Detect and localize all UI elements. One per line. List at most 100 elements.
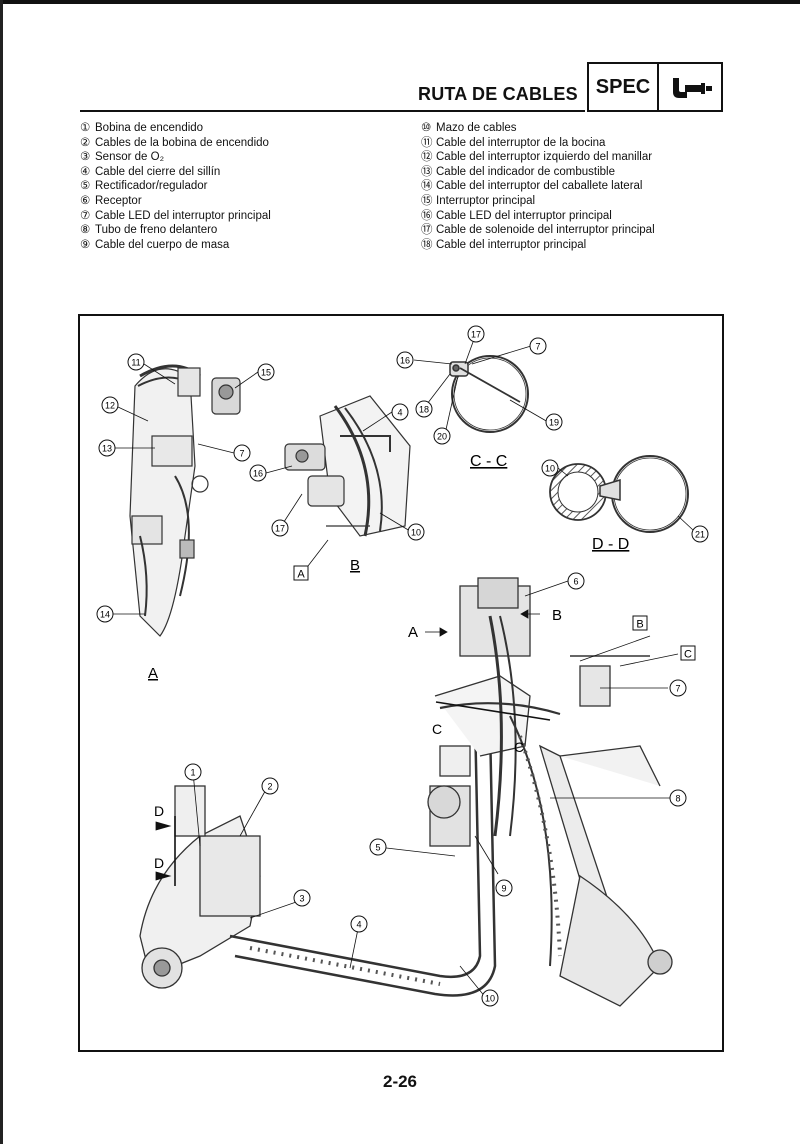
view-b-box-a: A bbox=[297, 569, 305, 581]
svg-text:4: 4 bbox=[397, 408, 402, 418]
cut-c-label-2: C bbox=[514, 739, 524, 755]
svg-text:20: 20 bbox=[437, 432, 447, 442]
tool-icon-box bbox=[657, 62, 723, 112]
svg-text:17: 17 bbox=[471, 330, 481, 340]
svg-text:21: 21 bbox=[695, 530, 705, 540]
svg-text:17: 17 bbox=[275, 524, 285, 534]
callout-5: 5 bbox=[369, 838, 387, 856]
callout-16a: 16 bbox=[249, 464, 267, 482]
section-dd-leaders bbox=[557, 467, 694, 531]
top-border bbox=[0, 0, 800, 4]
left-border bbox=[0, 0, 3, 1144]
svg-text:15: 15 bbox=[261, 368, 271, 378]
callout-20: 20 bbox=[433, 427, 451, 445]
view-a-label: A bbox=[148, 665, 158, 682]
svg-text:4: 4 bbox=[356, 920, 361, 930]
svg-text:16: 16 bbox=[253, 469, 263, 479]
callout-4a: 4 bbox=[391, 403, 409, 421]
svg-text:14: 14 bbox=[100, 610, 110, 620]
callout-17a: 17 bbox=[271, 519, 289, 537]
svg-text:16: 16 bbox=[400, 356, 410, 366]
svg-text:2: 2 bbox=[267, 782, 272, 792]
section-cc-label: C - C bbox=[470, 453, 507, 470]
callout-8: 8 bbox=[669, 789, 687, 807]
svg-text:8: 8 bbox=[675, 794, 680, 804]
svg-text:1: 1 bbox=[190, 768, 195, 778]
callout-17b: 17 bbox=[467, 325, 485, 343]
wrench-icon bbox=[673, 78, 712, 98]
callout-7c: 7 bbox=[669, 679, 687, 697]
svg-text:7: 7 bbox=[675, 684, 680, 694]
page-title: RUTA DE CABLES bbox=[418, 84, 578, 104]
callout-19: 19 bbox=[545, 413, 563, 431]
scooter-frame-illustration bbox=[139, 577, 673, 1007]
section-dd-label: D - D bbox=[592, 536, 629, 553]
cut-d-label-1: D bbox=[154, 803, 164, 819]
svg-text:6: 6 bbox=[573, 577, 578, 587]
section-cc-illustration bbox=[449, 355, 529, 433]
callout-10b: 10 bbox=[541, 459, 559, 477]
view-a-illustration bbox=[129, 364, 241, 637]
callout-12: 12 bbox=[101, 396, 119, 414]
title-underline bbox=[80, 110, 585, 112]
svg-text:3: 3 bbox=[299, 894, 304, 904]
callout-11: 11 bbox=[127, 353, 145, 371]
callout-4b: 4 bbox=[350, 915, 368, 933]
svg-text:19: 19 bbox=[549, 418, 559, 428]
diagram-frame: 11 12 13 15 7 14 4 16 17 10 17 7 16 18 1… bbox=[78, 314, 724, 1052]
box-c-label: C bbox=[684, 649, 692, 661]
page-number: 2-26 bbox=[382, 1072, 418, 1091]
main-leaders bbox=[155, 580, 679, 999]
svg-text:13: 13 bbox=[102, 444, 112, 454]
svg-text:11: 11 bbox=[131, 358, 140, 368]
callout-10a: 10 bbox=[407, 523, 425, 541]
cut-c-label-1: C bbox=[432, 721, 442, 737]
svg-text:12: 12 bbox=[105, 401, 115, 411]
callout-2: 2 bbox=[261, 777, 279, 795]
callout-3: 3 bbox=[293, 889, 311, 907]
view-b-illustration bbox=[284, 395, 411, 537]
cut-d-label-2: D bbox=[154, 855, 164, 871]
svg-text:10: 10 bbox=[545, 464, 555, 474]
svg-text:10: 10 bbox=[485, 994, 495, 1004]
arrow-a-label: A bbox=[408, 624, 418, 641]
view-a-leaders bbox=[110, 363, 259, 615]
svg-text:7: 7 bbox=[239, 449, 244, 459]
view-b-label: B bbox=[350, 557, 360, 574]
svg-text:7: 7 bbox=[535, 342, 540, 352]
svg-text:10: 10 bbox=[411, 528, 421, 538]
callout-9: 9 bbox=[495, 879, 513, 897]
callout-1: 1 bbox=[184, 763, 202, 781]
callout-10c: 10 bbox=[481, 989, 499, 1007]
callout-7b: 7 bbox=[529, 337, 547, 355]
svg-text:18: 18 bbox=[419, 405, 429, 415]
callout-18: 18 bbox=[415, 400, 433, 418]
wiring-diagram: 11 12 13 15 7 14 4 16 17 10 17 7 16 18 1… bbox=[96, 325, 709, 1007]
box-b-label: B bbox=[636, 619, 643, 631]
callout-15: 15 bbox=[257, 363, 275, 381]
spec-badge: SPEC bbox=[587, 62, 659, 112]
callout-13: 13 bbox=[98, 439, 116, 457]
callout-16b: 16 bbox=[396, 351, 414, 369]
section-dd-illustration bbox=[549, 455, 689, 533]
svg-text:5: 5 bbox=[375, 843, 380, 853]
